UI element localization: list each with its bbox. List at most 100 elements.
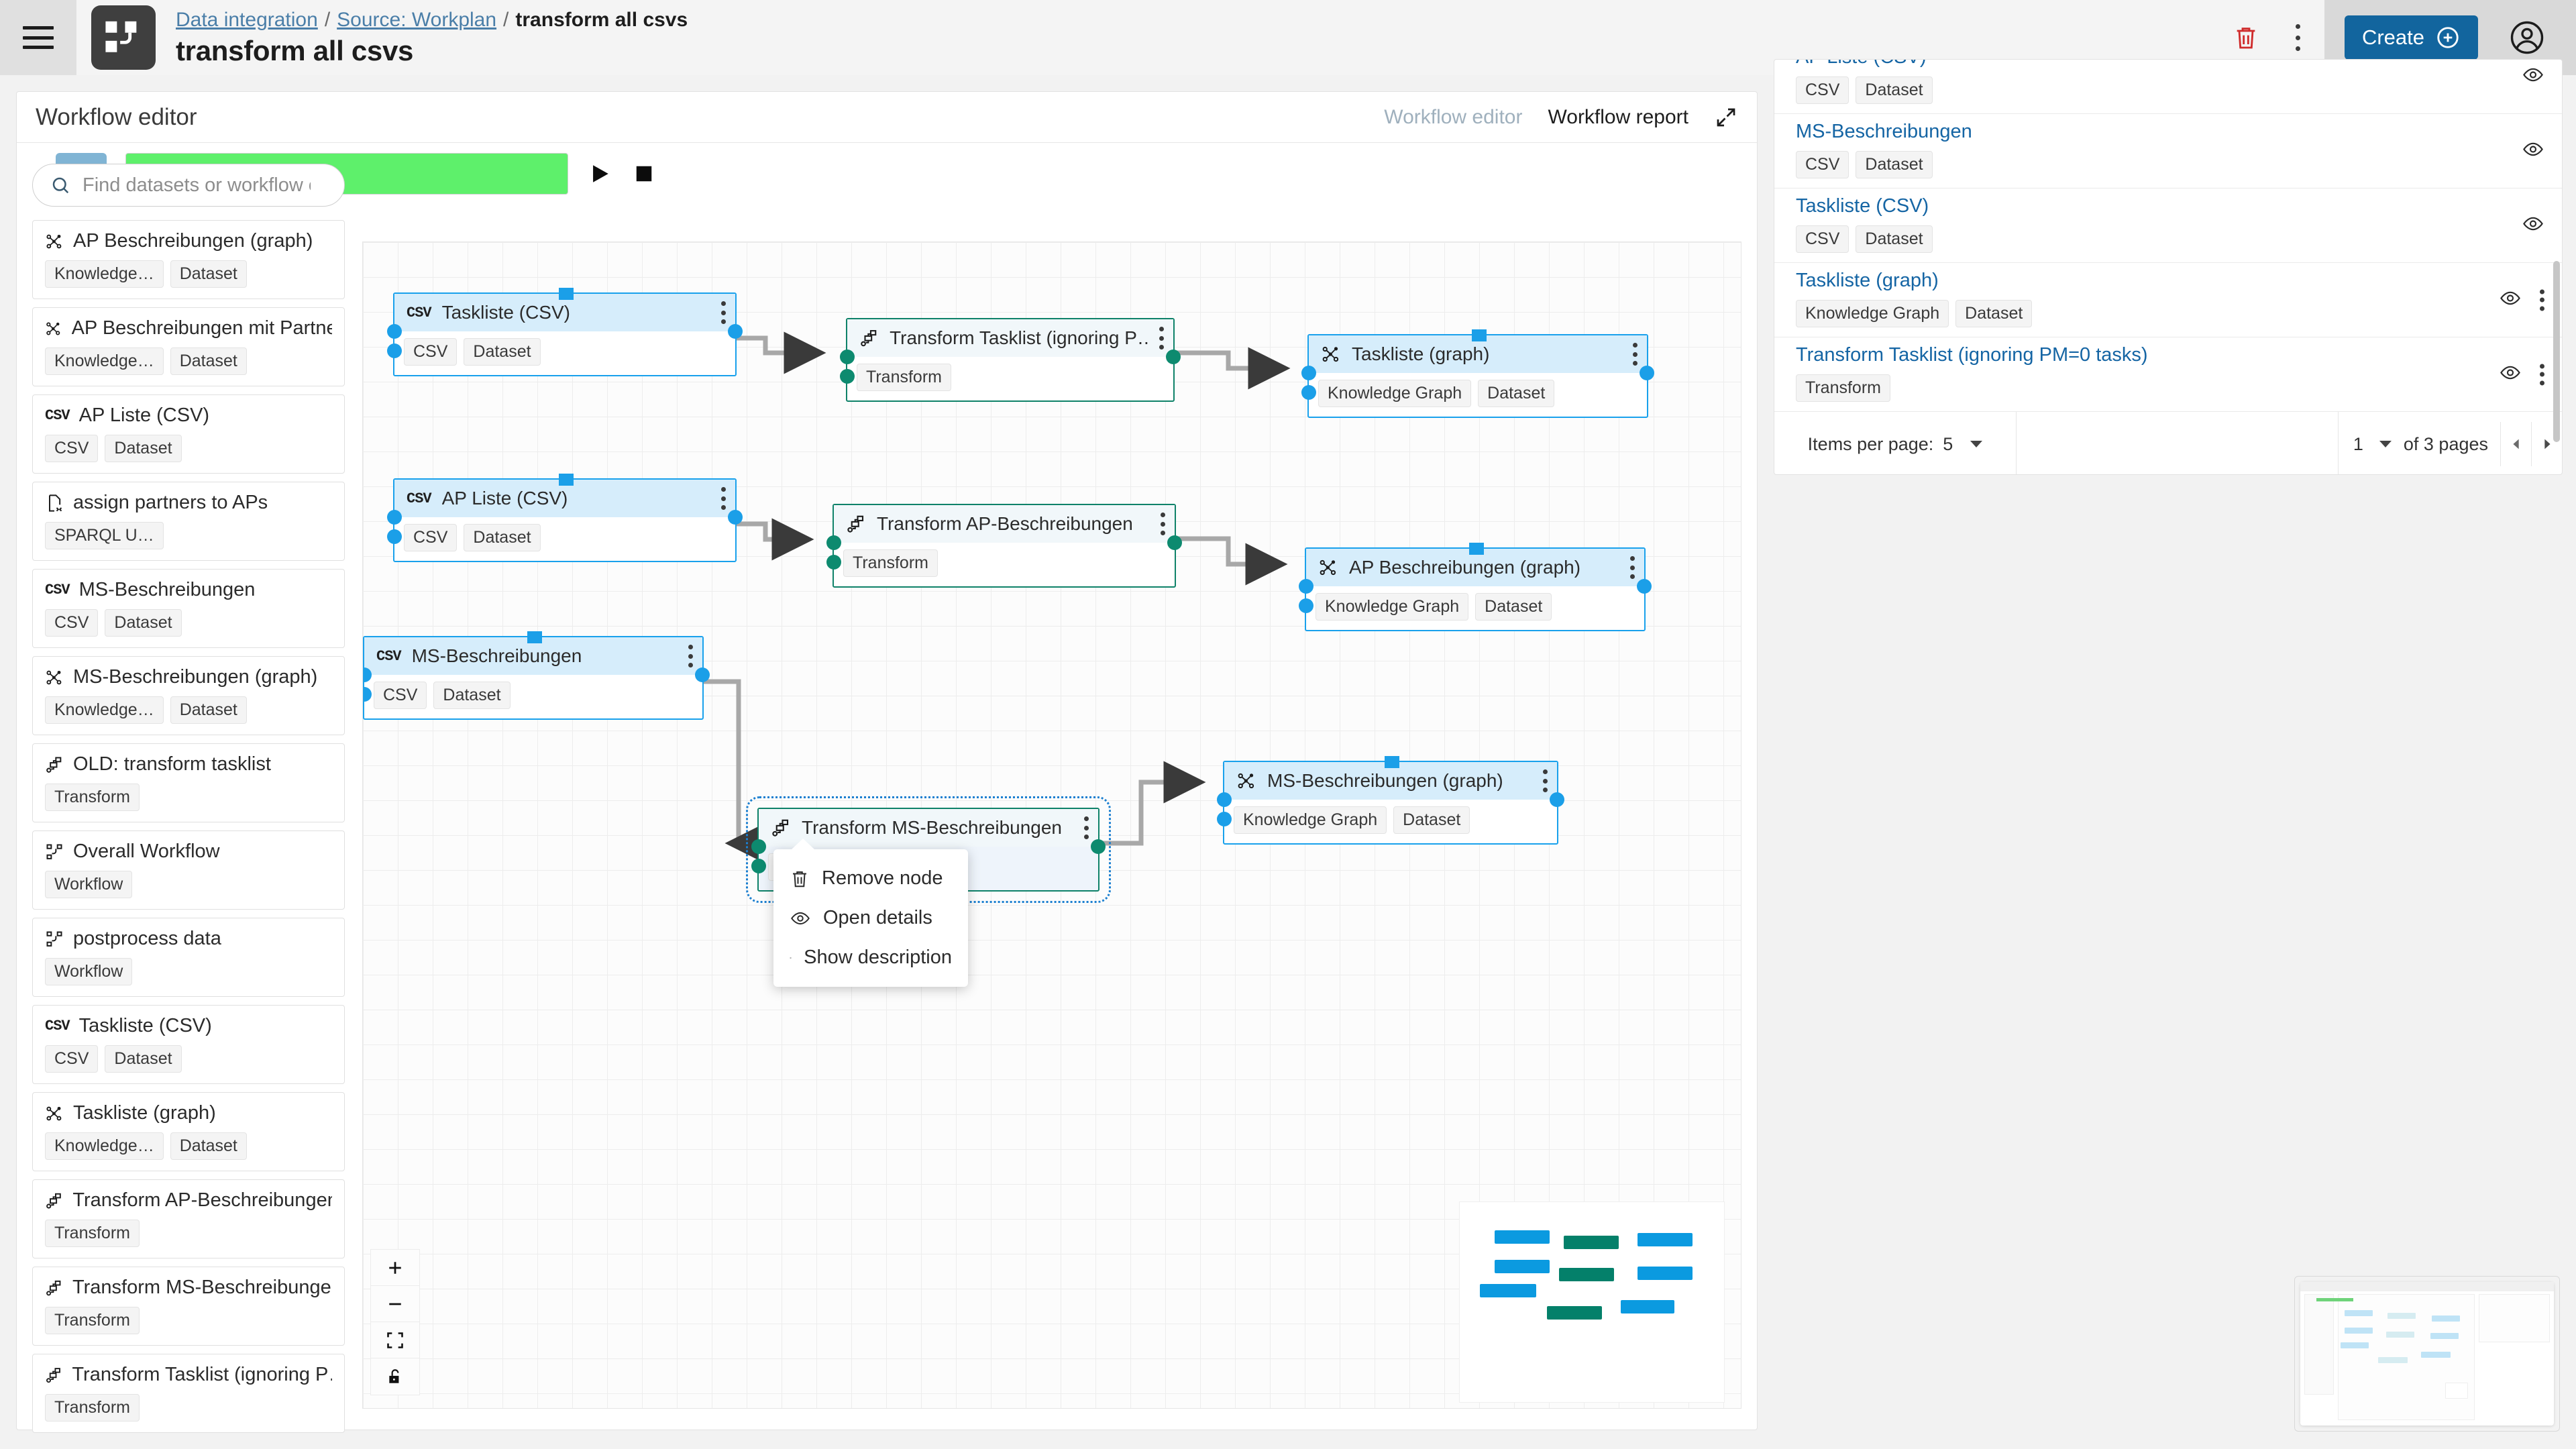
breadcrumb-item-0[interactable]: Data integration	[176, 9, 318, 31]
dataset-list-item[interactable]: Transform Tasklist (ignoring P… Transfor…	[32, 1354, 345, 1433]
zoom-out-button[interactable]	[371, 1286, 419, 1322]
menu-toggle-button[interactable]	[0, 0, 76, 75]
search-box[interactable]	[32, 164, 345, 207]
dataset-list-item[interactable]: AP Beschreibungen (graph) Knowledge…Data…	[32, 220, 345, 299]
node-menu-button[interactable]	[720, 301, 726, 324]
node-menu-button[interactable]	[1083, 816, 1089, 839]
report-row-menu-button[interactable]	[2539, 364, 2544, 385]
report-row[interactable]: Transform Tasklist (ignoring PM=0 tasks)…	[1774, 337, 2562, 412]
more-options-button[interactable]	[2272, 11, 2324, 64]
report-row-title[interactable]: MS-Beschreibungen	[1796, 121, 1972, 142]
node-input-port[interactable]	[1217, 792, 1232, 807]
node-menu-button[interactable]	[688, 645, 693, 667]
workflow-node[interactable]: Transform Tasklist (ignoring P… Transfor…	[840, 318, 1181, 402]
tab-workflow-report[interactable]: Workflow report	[1548, 105, 1688, 128]
node-output-port[interactable]	[1091, 839, 1106, 854]
report-row-eye-button[interactable]	[2522, 213, 2544, 238]
node-input-port[interactable]	[1299, 579, 1313, 594]
next-page-button[interactable]	[2531, 422, 2562, 466]
node-output-port[interactable]	[728, 324, 743, 339]
dataset-list-item[interactable]: MS-Beschreibungen (graph) Knowledge…Data…	[32, 656, 345, 735]
node-input-port[interactable]	[387, 324, 402, 339]
node-output-port[interactable]	[1637, 579, 1652, 594]
node-input-port[interactable]	[1301, 366, 1316, 380]
node-config-port[interactable]	[751, 859, 766, 873]
node-resize-handle[interactable]	[1385, 756, 1399, 768]
report-scrollbar[interactable]	[2553, 261, 2560, 442]
node-resize-handle[interactable]	[1472, 329, 1487, 341]
node-resize-handle[interactable]	[559, 288, 574, 300]
node-config-port[interactable]	[1299, 598, 1313, 613]
node-menu-button[interactable]	[1542, 769, 1548, 792]
node-config-port[interactable]	[1301, 385, 1316, 400]
dataset-list-item[interactable]: OLD: transform tasklist Transform	[32, 743, 345, 822]
node-output-port[interactable]	[1550, 792, 1564, 807]
dataset-list-item[interactable]: Taskliste (graph) Knowledge…Dataset	[32, 1092, 345, 1171]
node-input-port[interactable]	[826, 535, 841, 550]
node-output-port[interactable]	[695, 667, 710, 682]
stop-workflow-button[interactable]	[634, 164, 654, 184]
lock-canvas-button[interactable]	[371, 1358, 419, 1395]
canvas-minimap[interactable]	[1459, 1201, 1725, 1403]
node-input-port[interactable]	[751, 839, 766, 854]
dataset-list-item[interactable]: postprocess data Workflow	[32, 918, 345, 997]
node-output-port[interactable]	[1166, 350, 1181, 364]
node-config-port[interactable]	[387, 529, 402, 544]
workflow-node[interactable]: Transform AP-Beschreibungen Transform	[826, 504, 1182, 588]
node-resize-handle[interactable]	[559, 474, 574, 486]
page-thumbnail-preview[interactable]	[2294, 1276, 2560, 1432]
node-output-port[interactable]	[1167, 535, 1182, 550]
node-menu-button[interactable]	[1160, 513, 1165, 535]
report-row-eye-button[interactable]	[2499, 362, 2522, 387]
dataset-list-item[interactable]: Transform AP-Beschreibungen Transform	[32, 1179, 345, 1258]
report-row-menu-button[interactable]	[2539, 289, 2544, 311]
node-output-port[interactable]	[1640, 366, 1654, 380]
report-row-eye-button[interactable]	[2522, 139, 2544, 164]
node-config-port[interactable]	[363, 687, 372, 702]
node-input-port[interactable]	[363, 667, 372, 682]
node-menu-button[interactable]	[720, 487, 726, 510]
run-workflow-button[interactable]	[588, 162, 611, 185]
dataset-list-item[interactable]: assign partners to APs SPARQL U…	[32, 482, 345, 561]
items-per-page[interactable]: Items per page: 5	[1774, 412, 2016, 474]
dataset-list-item[interactable]: Transform MS-Beschreibungen Transform	[32, 1267, 345, 1346]
account-button[interactable]	[2501, 11, 2553, 64]
expand-button[interactable]	[1714, 105, 1738, 129]
report-row-eye-button[interactable]	[2499, 288, 2522, 313]
delete-button[interactable]	[2220, 11, 2272, 64]
page-selector[interactable]: 1	[2339, 412, 2404, 474]
node-config-port[interactable]	[826, 555, 841, 570]
report-row-title[interactable]: Taskliste (CSV)	[1796, 195, 1929, 217]
node-input-port[interactable]	[840, 350, 855, 364]
node-menu-button[interactable]	[1159, 327, 1164, 350]
node-menu-button[interactable]	[1629, 556, 1635, 579]
menu-item-open-details[interactable]: Open details	[773, 898, 968, 938]
report-row-title[interactable]: AP Liste (CSV)	[1796, 60, 2542, 68]
node-config-port[interactable]	[840, 369, 855, 384]
node-config-port[interactable]	[387, 343, 402, 358]
node-config-port[interactable]	[1217, 812, 1232, 826]
workflow-node[interactable]: MS-Beschreibungen (graph) Knowledge Grap…	[1217, 756, 1564, 845]
search-input[interactable]	[83, 174, 311, 197]
report-row-title[interactable]: Taskliste (graph)	[1796, 270, 1939, 291]
node-context-menu[interactable]: Remove node Open details Show descriptio…	[773, 839, 968, 987]
node-output-port[interactable]	[728, 510, 743, 525]
node-resize-handle[interactable]	[1469, 543, 1484, 555]
prev-page-button[interactable]	[2500, 422, 2531, 466]
menu-item-remove-node[interactable]: Remove node	[773, 859, 968, 898]
zoom-in-button[interactable]	[371, 1250, 419, 1286]
tab-workflow-editor[interactable]: Workflow editor	[1384, 105, 1523, 128]
report-row-eye-button[interactable]	[2522, 64, 2544, 89]
node-menu-button[interactable]	[1632, 343, 1638, 366]
